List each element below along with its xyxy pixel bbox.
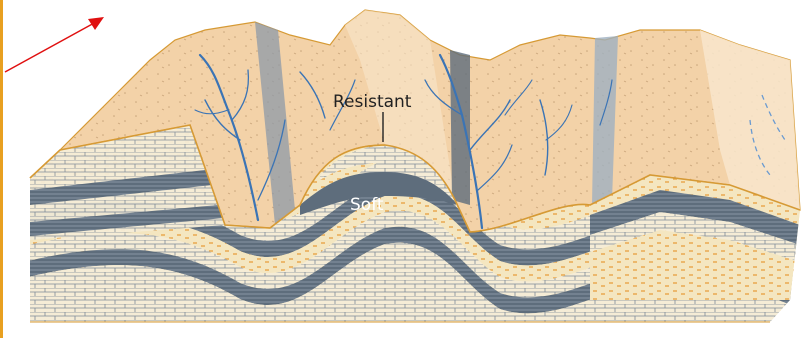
label-resistant: Resistant [333,92,412,112]
red-arrow [5,17,104,72]
surface-band-2 [450,50,470,205]
label-soft: Soft [350,195,384,215]
arrowhead-icon [88,17,104,30]
